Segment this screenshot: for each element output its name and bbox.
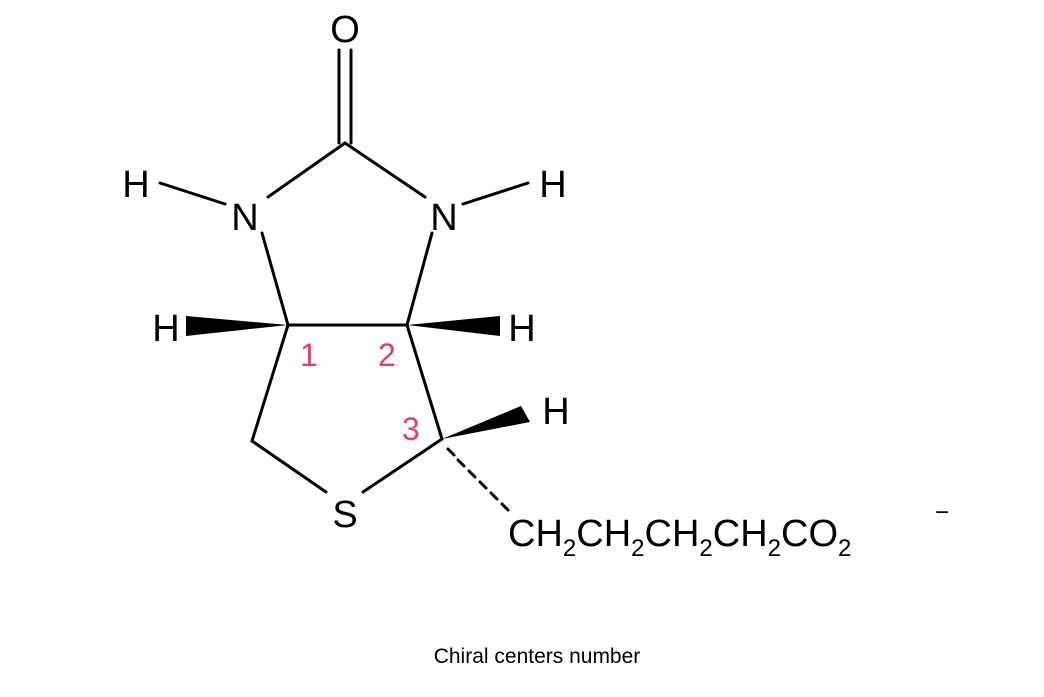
atom-hydrogen-n-left: H [122,164,149,206]
chain-unit-1: CH [508,513,563,555]
wedge-c2-h [407,316,500,336]
atom-hydrogen-n-right: H [539,164,566,206]
chain-unit-3-subscript: 2 [699,535,712,562]
atom-nitrogen-left: N [231,197,258,239]
carboxylate-subscript: 2 [838,535,851,562]
carboxylate-charge: − [935,499,949,526]
hashed-bond-c3-chain [446,447,510,512]
chiral-label-1: 1 [300,337,318,373]
hash-segment [500,502,510,512]
wedge-c1-h [186,316,288,336]
chiral-center-labels: 1 2 3 [300,337,420,447]
atom-carbonyl-oxygen: O [330,9,360,51]
wedge-c3-h [442,406,530,439]
chain-unit-4-subscript: 2 [768,535,781,562]
bond-n-right-h [461,181,530,206]
chain-unit-2: CH [576,513,631,555]
chiral-label-2: 2 [378,337,396,373]
atom-nitrogen-right: N [430,197,457,239]
chain-unit-4: CH [713,513,768,555]
hash-segment [456,458,466,468]
chain-unit-1-subscript: 2 [563,535,576,562]
atom-hydrogen-c1: H [152,308,179,350]
hash-segment [489,491,499,501]
bond-carbonyl-n-right [343,141,427,199]
bond-c2-c3 [405,323,444,441]
chain-unit-2-subscript: 2 [631,535,644,562]
bond-c1-ch2 [250,323,290,443]
bond-s-c3 [361,437,444,494]
atom-labels: O N N H H H H H S [122,9,569,536]
bond-carbonyl-n-left [266,141,347,199]
atom-sulfur: S [332,494,357,536]
hash-segment [478,480,488,490]
carboxylate-group: CO [781,513,838,555]
bond-n-left-h [158,181,227,206]
chiral-label-3: 3 [402,411,420,447]
atom-hydrogen-c3: H [542,391,569,433]
hash-segment [446,447,456,457]
atom-hydrogen-c2: H [508,308,535,350]
bond-ch2-s [250,439,328,494]
bond-n-left-c1 [260,231,290,327]
hash-segment [467,469,477,479]
wedge-bonds [186,316,530,439]
bonds [158,48,530,494]
bond-n-right-c2 [405,231,434,327]
chain-unit-3: CH [645,513,700,555]
figure-caption: Chiral centers number [434,645,641,668]
side-chain-formula: CH2CH2CH2CH2CO2 [508,513,851,562]
